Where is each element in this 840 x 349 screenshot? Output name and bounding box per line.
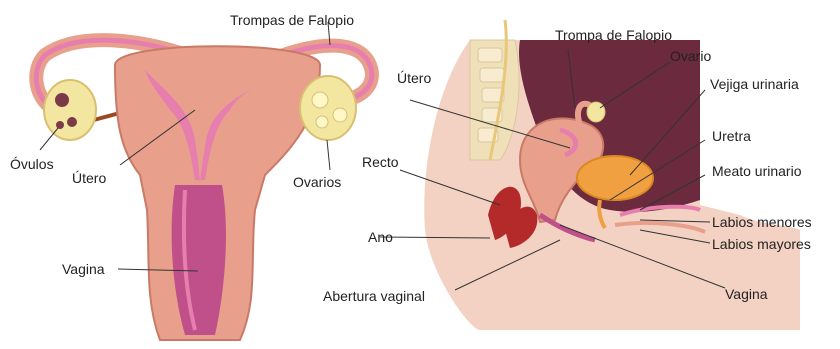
label-uretra: Uretra [712, 128, 751, 144]
label-trompas-de-falopio: Trompas de Falopio [230, 12, 354, 28]
label-labios-menores: Labios menores [712, 214, 812, 230]
label-trompa-de-falopio: Trompa de Falopio [555, 27, 672, 43]
label-ovulos: Óvulos [10, 156, 54, 172]
label-ovarios: Ovarios [293, 174, 341, 190]
label-ano: Ano [368, 229, 393, 245]
label-utero-right: Útero [397, 70, 431, 86]
label-vejiga-urinaria: Vejiga urinaria [710, 76, 799, 92]
label-vagina-left: Vagina [62, 261, 105, 277]
label-meato-urinario: Meato urinario [712, 163, 802, 179]
label-utero-left: Útero [72, 170, 106, 186]
label-recto: Recto [362, 154, 399, 170]
sagittal-ovary [587, 102, 605, 122]
label-labios-mayores: Labios mayores [712, 236, 811, 252]
label-ovario: Ovario [670, 48, 711, 64]
label-vagina-right: Vagina [725, 286, 768, 302]
label-abertura-vaginal: Abertura vaginal [323, 288, 425, 304]
